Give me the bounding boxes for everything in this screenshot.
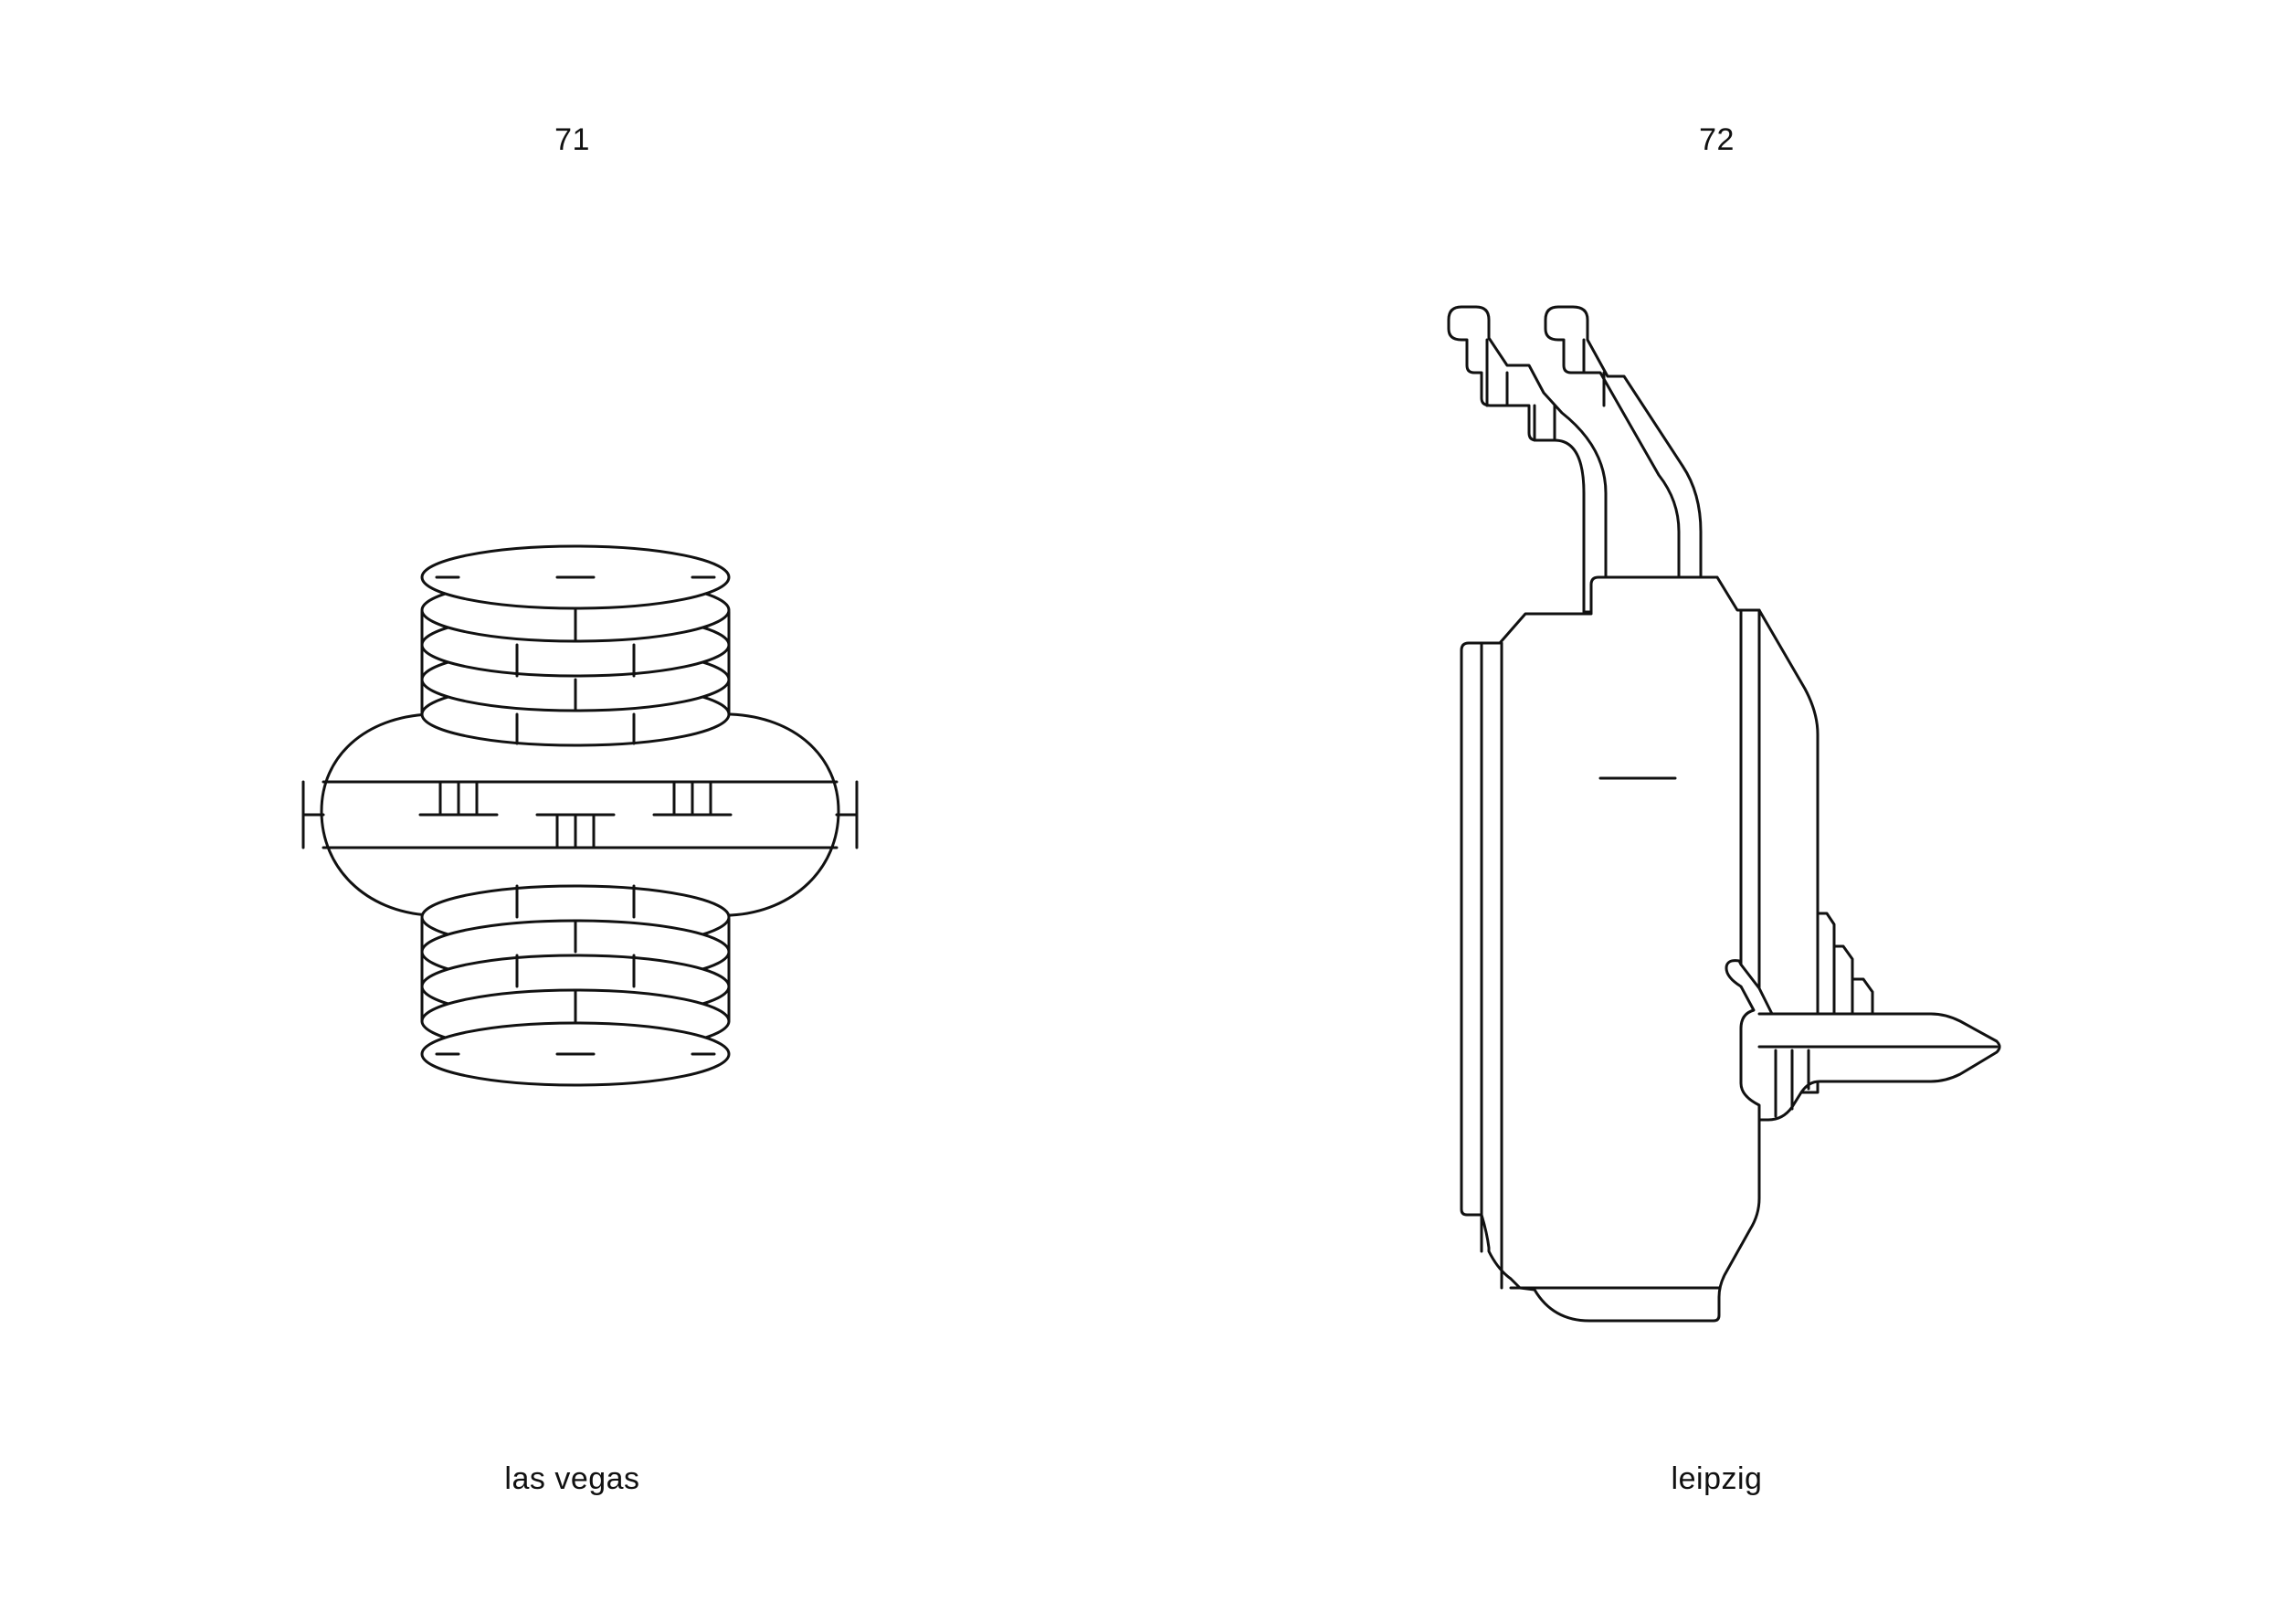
object-las-vegas (301, 544, 859, 1087)
antenna-right (1544, 305, 1703, 583)
vent-right (652, 780, 733, 817)
main-body (1460, 575, 1820, 1323)
panel-leipzig: 72 leipzig (1144, 0, 2289, 1624)
vent-center (535, 813, 616, 849)
stepped-ribs (1816, 912, 1874, 1016)
item-number: 72 (1699, 122, 1735, 157)
vent-left (418, 780, 499, 817)
city-label: las vegas (504, 1461, 640, 1496)
item-number: 71 (554, 122, 590, 157)
bottom-stack (420, 884, 731, 1087)
side-arm (1725, 959, 2001, 1122)
object-leipzig (1447, 305, 2001, 1323)
top-stack (420, 544, 731, 747)
city-label: leipzig (1671, 1461, 1763, 1496)
panel-las-vegas: 71 las vegas (0, 0, 1144, 1624)
